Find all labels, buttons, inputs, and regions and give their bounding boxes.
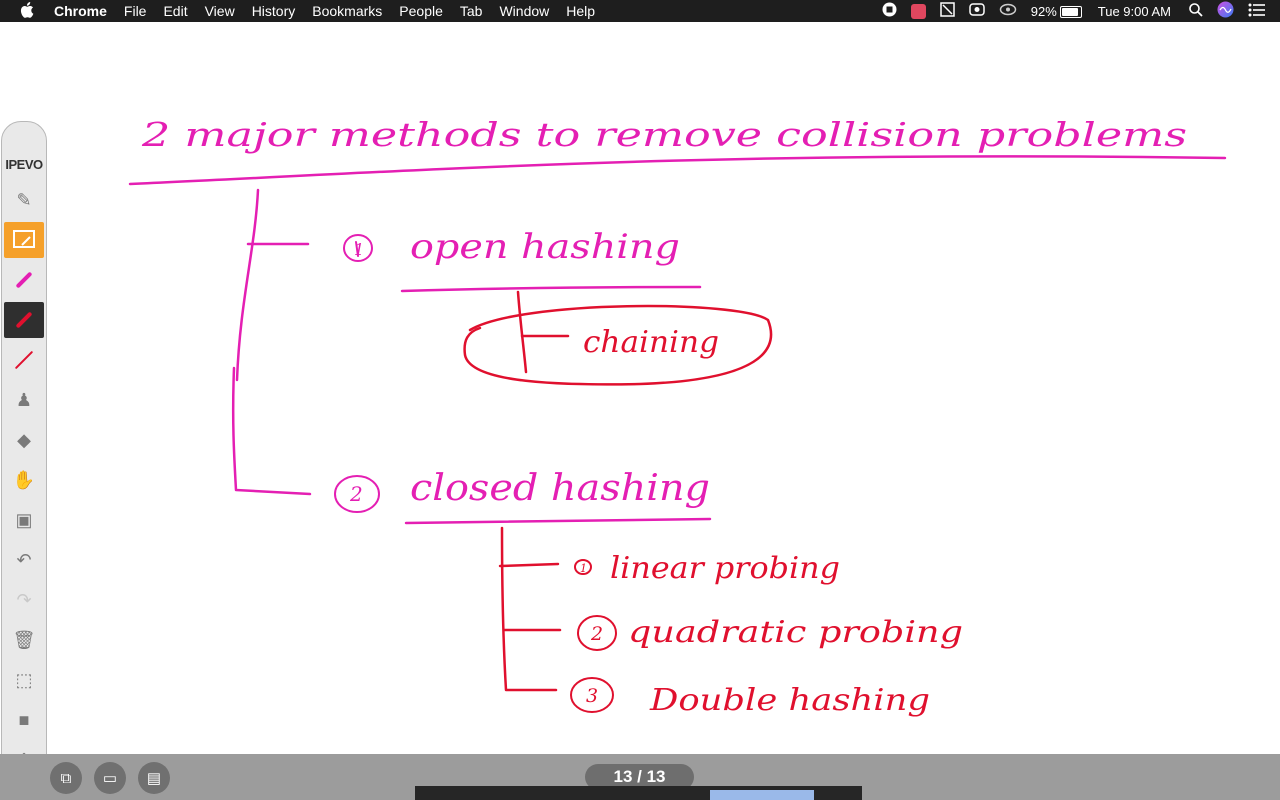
trash-icon[interactable]: 🗑 [12, 629, 36, 650]
pen-app-icon[interactable] [910, 2, 926, 20]
branch-1-number: 1 [354, 240, 364, 259]
whiteboard-icon[interactable] [4, 222, 44, 258]
bottom-bar: ⧉ ▭ ▤ 13 / 13 [0, 754, 1280, 800]
undo-icon[interactable]: ↶ [16, 549, 32, 570]
eraser-icon[interactable]: ◆ [17, 429, 31, 450]
presenter-icon[interactable] [968, 2, 985, 20]
tree-trunk-magenta [231, 188, 712, 525]
menu-edit[interactable]: Edit [163, 3, 188, 19]
red-pen-icon[interactable] [4, 302, 44, 338]
menu-view[interactable]: View [204, 3, 235, 19]
circle-number-1-magenta [343, 234, 373, 262]
circle-number-2-red [577, 615, 617, 651]
control-menu-icon[interactable] [1248, 3, 1266, 20]
menu-bar: Chrome File Edit View History Bookmarks … [0, 0, 1280, 22]
stamp-icon[interactable]: ♟ [15, 389, 33, 410]
line-icon[interactable] [4, 342, 44, 378]
sub-3-label: Double hashing [649, 683, 930, 718]
heading-underline [128, 155, 1227, 186]
circle-number-1-red [574, 559, 592, 575]
sub-2-number: 2 [590, 623, 603, 645]
menu-file[interactable]: File [123, 3, 147, 19]
camera-icon[interactable]: ■ [18, 709, 30, 730]
hand-icon[interactable]: ✋ [12, 469, 36, 490]
siri-icon[interactable] [1217, 1, 1234, 21]
crop-icon[interactable] [939, 2, 955, 20]
menu-people[interactable]: People [399, 3, 443, 19]
sub-2-label: quadratic probing [628, 615, 963, 650]
branch-2-number: 2 [349, 482, 363, 506]
capture-region-icon[interactable]: ⬚ [15, 669, 33, 690]
circle-number-2-magenta [334, 475, 380, 513]
branch-1-label: open hashing [410, 227, 680, 267]
redo-icon[interactable]: ↷ [16, 589, 32, 610]
ipevo-toolbar: IPEVO ✎ ♟ ◆ ✋ ▣ ↶ ↷ 🗑 ⬚ ■ ⌃ [1, 121, 47, 791]
record-icon[interactable] [882, 2, 897, 20]
battery-percent: 92% [1030, 3, 1057, 19]
app-menu-chrome[interactable]: Chrome [54, 3, 107, 19]
clock[interactable]: Tue 9:00 AM [1097, 3, 1171, 19]
battery-status[interactable]: 92% [1031, 4, 1082, 19]
page-thumbnail-strip[interactable] [415, 786, 862, 800]
page-thumbnail-current[interactable] [710, 790, 814, 800]
whiteboard-canvas[interactable]: 2 major methods to remove collision prob… [0, 22, 1280, 754]
briefcase-icon[interactable]: ▣ [15, 509, 33, 530]
menu-window[interactable]: Window [499, 3, 550, 19]
sub-1-number: 1 [580, 562, 587, 575]
tree-branch-red-closed [498, 526, 562, 692]
ipevo-logo: IPEVO [5, 157, 43, 172]
menu-bookmarks[interactable]: Bookmarks [312, 3, 383, 19]
battery-icon [1059, 6, 1082, 19]
branch-1-sub-label: chaining [583, 325, 719, 360]
spotlight-icon[interactable] [1189, 2, 1203, 20]
tree-branch-red-open [463, 290, 773, 386]
menu-help[interactable]: Help [566, 3, 596, 19]
apple-menu-icon[interactable] [19, 1, 35, 21]
circle-number-3-red [570, 677, 614, 713]
sub-3-number: 3 [586, 685, 598, 707]
save-icon[interactable]: ▤ [138, 762, 170, 794]
pen-style-icon[interactable]: ✎ [16, 189, 32, 210]
magenta-pen-icon[interactable] [4, 262, 44, 298]
status-area: 92% Tue 9:00 AM [868, 0, 1280, 22]
sub-1-label: linear probing [610, 551, 840, 586]
heading-text: 2 major methods to remove collision prob… [141, 115, 1187, 154]
branch-2-label: closed hashing [410, 468, 710, 509]
menu-history[interactable]: History [251, 3, 296, 19]
new-page-icon[interactable]: ⧉ [50, 762, 82, 794]
screen-share-icon[interactable] [999, 2, 1017, 20]
menu-tab[interactable]: Tab [459, 3, 483, 19]
open-folder-icon[interactable]: ▭ [94, 762, 126, 794]
page-indicator[interactable]: 13 / 13 [585, 764, 694, 790]
